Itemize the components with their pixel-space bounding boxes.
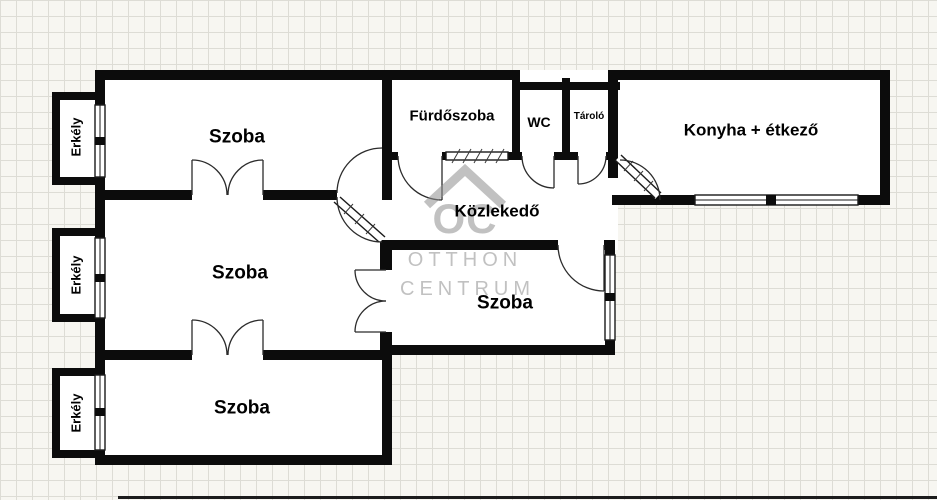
room-label-erkely-bottom: Erkély xyxy=(68,393,84,433)
windows xyxy=(94,104,859,451)
room-label-konyha: Konyha + étkező xyxy=(683,120,819,140)
room-label-tarolo: Tároló xyxy=(573,111,605,122)
room-label-wc: WC xyxy=(527,114,551,130)
room-label-szoba-mid: Szoba xyxy=(212,262,268,284)
room-label-furdoszoba: Fürdőszoba xyxy=(409,107,495,125)
doors xyxy=(191,147,661,356)
walls xyxy=(52,70,890,465)
room-label-kozlekedo: Közlekedő xyxy=(454,201,540,221)
scan-artifact-line xyxy=(118,496,937,499)
room-label-erkely-mid: Erkély xyxy=(68,255,84,295)
room-label-erkely-top: Erkély xyxy=(68,117,84,157)
glazed-diagonals xyxy=(333,154,662,243)
room-label-szoba-center: Szoba xyxy=(477,292,533,314)
room-label-szoba-bottom: Szoba xyxy=(214,397,270,419)
room-label-szoba-top: Szoba xyxy=(209,126,265,148)
